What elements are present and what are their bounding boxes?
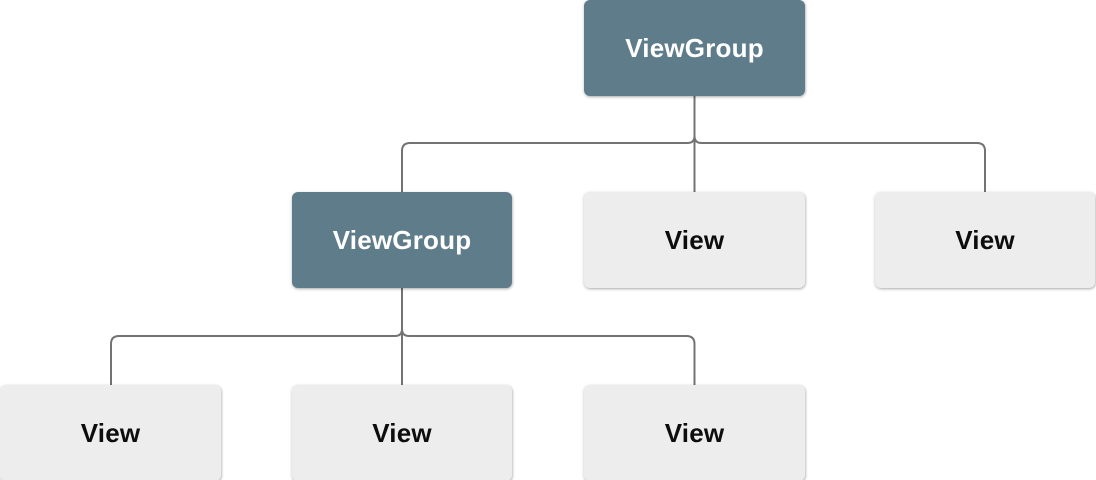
node-root-viewgroup: ViewGroup [584, 0, 805, 96]
node-child-viewgroup-label: ViewGroup [332, 224, 472, 255]
node-view-level2-right: View [875, 192, 1095, 288]
edge-vg2-to-left-child [110, 288, 403, 385]
node-root-viewgroup-label: ViewGroup [625, 32, 764, 63]
node-view-level3-left-label: View [80, 417, 141, 448]
node-view-level2-middle-label: View [664, 224, 725, 255]
node-view-level3-middle-label: View [372, 417, 432, 448]
node-view-level2-right-label: View [955, 224, 1015, 255]
edge-root-to-right-child [693, 96, 986, 192]
node-view-level3-middle: View [292, 385, 512, 480]
edge-vg2-to-right-child [401, 288, 696, 385]
node-child-viewgroup: ViewGroup [292, 192, 512, 288]
node-view-level3-right: View [584, 385, 805, 480]
node-view-level3-left: View [0, 385, 221, 480]
edge-root-to-left-child [401, 96, 696, 192]
node-view-level2-middle: View [584, 192, 805, 288]
node-view-level3-right-label: View [664, 417, 725, 448]
